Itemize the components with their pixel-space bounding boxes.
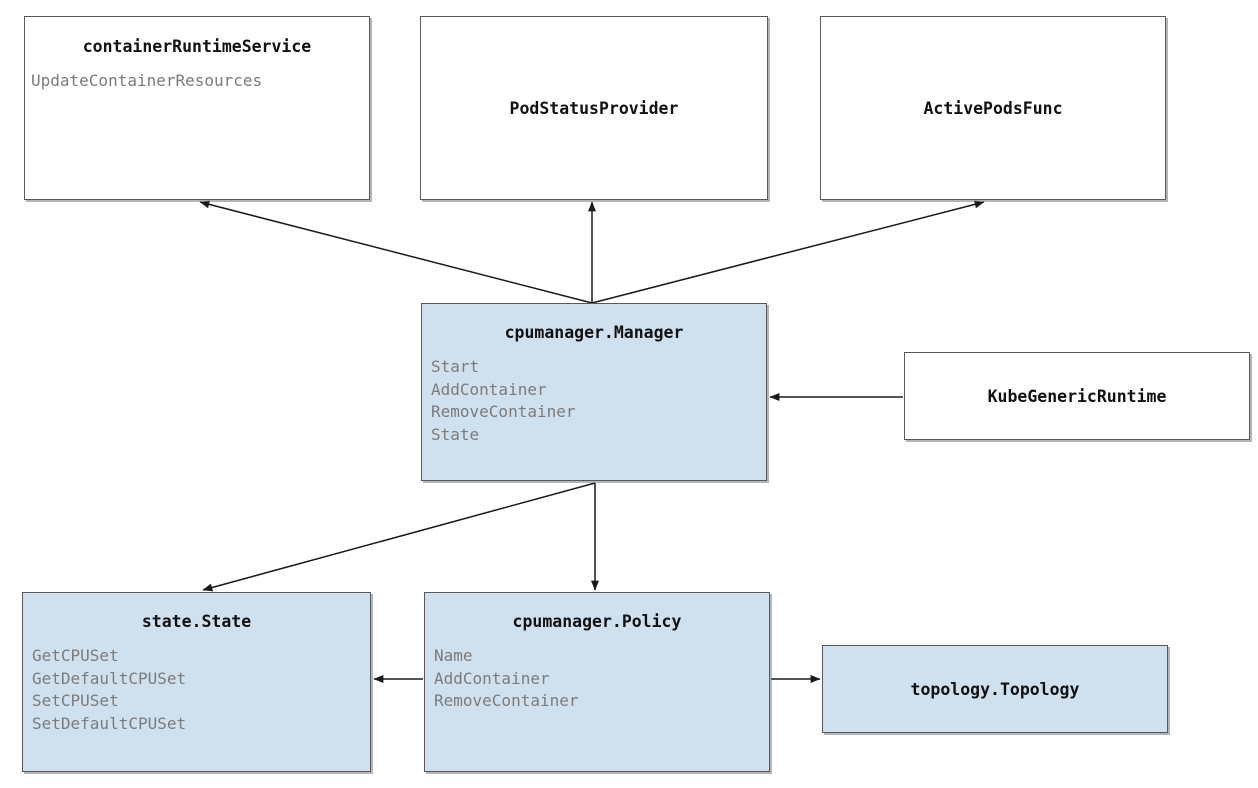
node-member: AddContainer (431, 379, 547, 399)
edge-manager-to-activePodsFunc (591, 200, 985, 304)
node-title: cpumanager.Manager (504, 323, 684, 342)
node-member: RemoveContainer (431, 402, 576, 421)
node-title: KubeGenericRuntime (987, 386, 1167, 406)
node-title: cpumanager.Policy (512, 612, 682, 631)
node-PodStatusProvider[interactable]: PodStatusProvider (420, 16, 768, 200)
node-topologyTopology[interactable]: topology.Topology (822, 645, 1168, 733)
node-member: GetDefaultCPUSet (32, 668, 187, 688)
node-member: SetDefaultCPUSet (32, 713, 187, 733)
node-ActivePodsFunc[interactable]: ActivePodsFunc (820, 16, 1166, 200)
edge-manager-to-containerRuntimeService (199, 200, 593, 304)
node-member: SetCPUSet (32, 691, 119, 710)
node-title: ActivePodsFunc (923, 98, 1063, 118)
node-members: UpdateContainerResources (25, 70, 369, 93)
node-title: PodStatusProvider (509, 98, 679, 118)
node-KubeGenericRuntime[interactable]: KubeGenericRuntime (904, 352, 1250, 440)
node-member: GetCPUSet (32, 646, 119, 665)
node-title: state.State (141, 612, 252, 631)
node-member: Name (434, 646, 473, 665)
node-member: State (431, 424, 480, 444)
node-member: Start (431, 357, 480, 376)
node-member: RemoveContainer (434, 691, 579, 710)
node-member: AddContainer (434, 668, 550, 688)
node-title: containerRuntimeService (82, 37, 312, 56)
edge-manager-to-stateState (202, 482, 596, 592)
node-title: topology.Topology (910, 679, 1080, 699)
node-member: UpdateContainerResources (31, 71, 263, 90)
